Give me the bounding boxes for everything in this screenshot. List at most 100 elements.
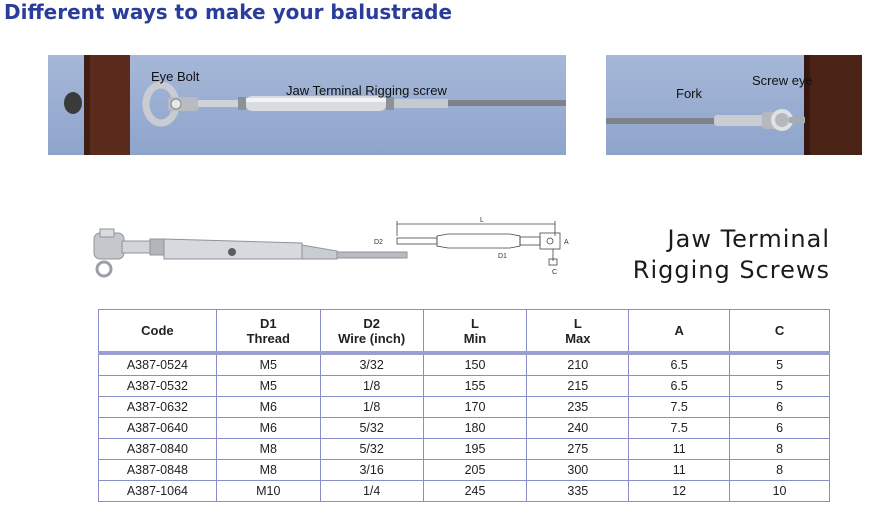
page-heading: Different ways to make your balustrade <box>4 0 453 24</box>
pin-outline <box>546 237 554 245</box>
split-ring <box>95 260 113 278</box>
table-cell-d1-thread: M10 <box>215 480 321 502</box>
table-cell-c: 6 <box>729 417 830 439</box>
table-cell-d1-thread: M5 <box>215 375 321 397</box>
table-cell-d2-wire: 1/8 <box>319 375 424 397</box>
lock-nut <box>149 238 165 256</box>
table-cell-d2-wire: 1/4 <box>319 480 424 502</box>
product-title-line-2: Rigging Screws <box>632 256 830 284</box>
dimension-diagram: L D2 D1 A C <box>374 217 569 276</box>
table-cell-code: A387-0848 <box>98 459 217 481</box>
table-cell-d1-thread: M6 <box>215 396 321 418</box>
table-cell-a: 12 <box>628 480 731 502</box>
body-outline <box>436 233 521 249</box>
jaw-terminal-product-image <box>93 228 408 278</box>
lock-nut <box>238 97 246 110</box>
fork-screw-eye-photo: Fork Screw eye <box>606 55 862 155</box>
table-cell-code: A387-0532 <box>98 375 217 397</box>
table-cell-l-max: 240 <box>526 417 630 439</box>
jaw-terminal-callout: Jaw Terminal Rigging screw <box>286 83 447 98</box>
jaw-pin-head <box>99 228 115 238</box>
wooden-post-shadow <box>804 55 810 155</box>
fork-body <box>714 115 764 126</box>
table-cell-d2-wire: 3/16 <box>319 459 424 481</box>
screw-eye-callout: Screw eye <box>752 73 813 88</box>
table-cell-d2-wire: 1/8 <box>319 396 424 418</box>
table-cell-l-min: 205 <box>422 459 528 481</box>
table-cell-l-max: 215 <box>526 375 630 397</box>
table-cell-l-max: 335 <box>526 480 630 502</box>
wire-rope <box>606 118 716 124</box>
wooden-post-shadow <box>84 55 90 155</box>
column-header-line-2: Wire (inch) <box>338 330 406 346</box>
table-cell-l-min: 155 <box>422 375 528 397</box>
eye-bolt-nut <box>64 92 82 114</box>
table-cell-c: 5 <box>729 375 830 397</box>
table-cell-code: A387-0640 <box>98 417 217 439</box>
screw-eye-shank <box>789 117 805 123</box>
column-header-line-1: L <box>573 315 582 331</box>
column-header-c: C <box>729 309 830 355</box>
table-cell-a: 7.5 <box>628 417 731 439</box>
table-cell-d1-thread: M6 <box>215 417 321 439</box>
sight-hole <box>228 248 236 256</box>
d2-label: D2 <box>374 239 383 246</box>
table-cell-c: 8 <box>729 459 830 481</box>
table-cell-d1-thread: M8 <box>215 459 321 481</box>
eye-bolt-rigging-drawing <box>64 55 566 155</box>
table-cell-l-max: 210 <box>526 353 630 376</box>
eye-bolt-rigging-photo: Eye Bolt Jaw Terminal Rigging screw <box>48 55 566 155</box>
table-cell-l-min: 245 <box>422 480 528 502</box>
product-title: Jaw Terminal Rigging Screws <box>600 224 830 286</box>
jaw-pin <box>170 98 182 110</box>
threaded-rod <box>198 100 240 107</box>
table-cell-d1-thread: M5 <box>215 353 321 376</box>
table-cell-c: 10 <box>729 480 830 502</box>
column-header-line-2: Max <box>565 330 591 346</box>
a-label: A <box>564 239 569 246</box>
column-header-line-1: Code <box>141 323 174 338</box>
table-cell-code: A387-1064 <box>98 480 217 502</box>
l-label: L <box>480 217 484 224</box>
table-cell-l-max: 300 <box>526 459 630 481</box>
table-cell-code: A387-0840 <box>98 438 217 460</box>
table-cell-l-min: 195 <box>422 438 528 460</box>
table-cell-d2-wire: 3/32 <box>319 353 424 376</box>
table-cell-a: 6.5 <box>628 375 731 397</box>
column-header-line-1: D2 <box>363 315 380 331</box>
table-cell-l-min: 170 <box>422 396 528 418</box>
wooden-post <box>804 55 862 155</box>
wire-rope <box>448 100 566 106</box>
eye-bolt-callout: Eye Bolt <box>151 69 200 84</box>
wooden-post <box>84 55 130 155</box>
column-header-a: A <box>628 309 731 355</box>
rod-outline <box>519 236 541 246</box>
turnbuckle-highlight <box>246 98 386 102</box>
table-cell-code: A387-0632 <box>98 396 217 418</box>
table-cell-a: 7.5 <box>628 396 731 418</box>
swage-terminal <box>394 99 448 108</box>
fork-screw-eye-drawing <box>606 55 862 155</box>
wire-outline <box>396 237 438 245</box>
table-cell-d2-wire: 5/32 <box>319 438 424 460</box>
fork-callout: Fork <box>676 86 702 101</box>
table-cell-a: 11 <box>628 438 731 460</box>
table-cell-l-max: 235 <box>526 396 630 418</box>
table-cell-a: 11 <box>628 459 731 481</box>
table-cell-c: 8 <box>729 438 830 460</box>
column-header-code: Code <box>98 309 217 355</box>
d1-label: D1 <box>498 253 507 260</box>
swage-taper <box>301 244 338 260</box>
table-cell-l-min: 150 <box>422 353 528 376</box>
column-header-line-1: C <box>774 323 785 338</box>
threaded-rod <box>121 240 153 254</box>
swage-stem <box>336 251 408 259</box>
